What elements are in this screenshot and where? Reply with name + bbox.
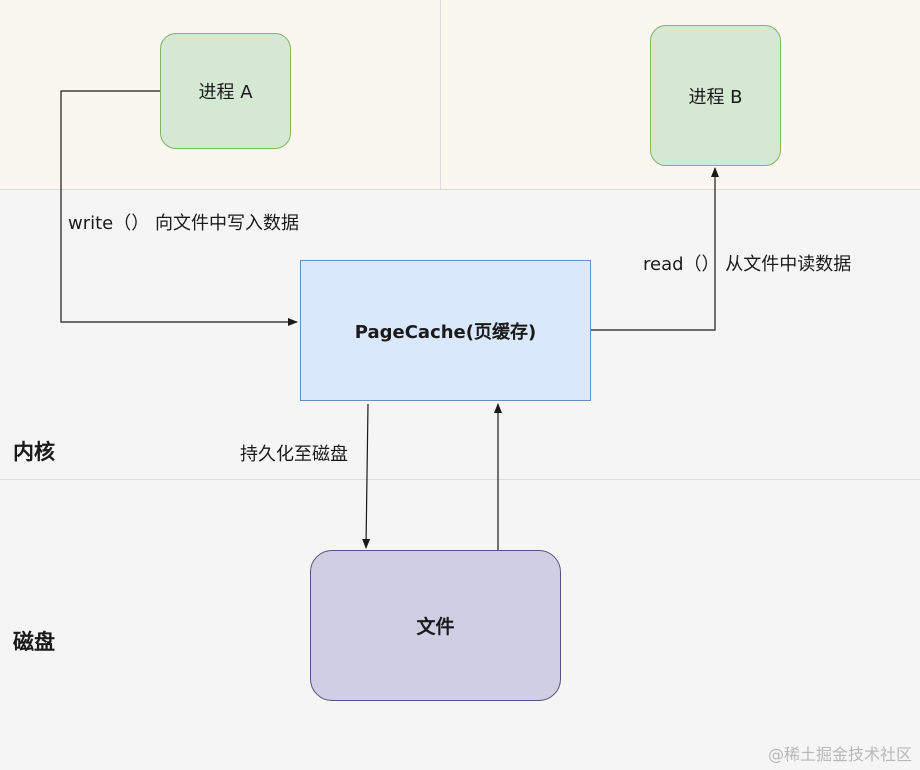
process-b-node: 进程 B (650, 25, 781, 166)
watermark: @稀土掘金技术社区 (767, 745, 912, 764)
write-edge-label: write（） 向文件中写入数据 (68, 213, 299, 234)
user-space-divider (440, 0, 441, 190)
process-b-label: 进程 B (688, 86, 743, 108)
persist-arrow (362, 403, 371, 549)
process-a-node: 进程 A (160, 33, 291, 149)
read-arrow (591, 167, 719, 331)
file-label: 文件 (416, 616, 455, 638)
process-a-label: 进程 A (198, 82, 253, 103)
write-arrow (60, 90, 298, 326)
read-edge-label: read（） 从文件中读数据 (643, 254, 852, 275)
pagecache-label: PageCache(页缓存) (354, 321, 537, 343)
file-node: 文件 (310, 550, 561, 701)
kernel-zone-title: 内核 (13, 440, 55, 464)
disk-zone-title: 磁盘 (13, 630, 55, 654)
persist-edge-label: 持久化至磁盘 (240, 444, 348, 465)
pagecache-node: PageCache(页缓存) (300, 260, 591, 401)
